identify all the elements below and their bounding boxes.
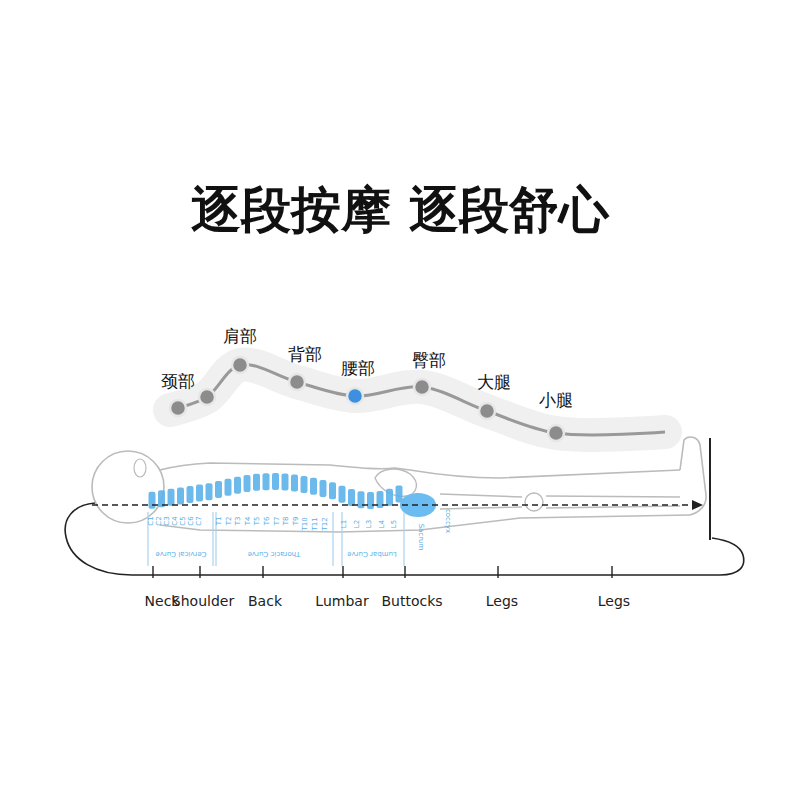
massage-point	[479, 403, 495, 419]
vertebra-label: L4	[379, 520, 387, 528]
footboard	[709, 438, 711, 540]
massage-point	[199, 389, 215, 405]
vertebra-label: T9	[293, 517, 301, 526]
body-part-label: 颈部	[161, 372, 195, 391]
vertebra-label: T6	[264, 517, 272, 526]
vertebra-label: C5	[180, 516, 188, 525]
massage-curve	[170, 364, 665, 434]
vertebra-label: T7	[274, 517, 282, 526]
vertebra-label: Sacrum	[416, 524, 424, 551]
vertebra	[386, 489, 393, 506]
shadow-band	[170, 364, 665, 434]
vertebra	[396, 485, 403, 502]
massage-point	[289, 374, 305, 390]
vertebra	[320, 480, 327, 497]
body-outline	[160, 463, 680, 478]
vertebra-label: L5	[391, 520, 399, 528]
vertebra	[215, 481, 222, 498]
body-part-label: 臀部	[412, 351, 446, 370]
vertebra-label: T1	[216, 517, 224, 526]
vertebra	[234, 477, 241, 494]
vertebra-label: T2	[226, 517, 234, 526]
vertebra-label: T4	[245, 517, 253, 526]
curve-label: Thoracic Curve	[248, 549, 301, 557]
title: 逐段按摩 逐段舒心	[191, 183, 608, 238]
body-outline	[160, 515, 690, 532]
vertebra-label: T10	[303, 517, 311, 530]
massage-point	[347, 388, 363, 404]
vertebra-label: T8	[283, 517, 291, 526]
massage-point	[548, 425, 564, 441]
axis-label: Back	[248, 594, 282, 609]
vertebra	[196, 485, 203, 502]
curve-label: Cervical Curve	[155, 549, 206, 557]
leg-bone	[440, 494, 680, 509]
axis-label: Legs	[598, 594, 630, 609]
vertebra	[168, 489, 175, 506]
axis-dashed-line	[92, 504, 692, 506]
arrowhead	[692, 500, 703, 510]
foot-outline	[680, 437, 706, 515]
vertebra-label: T12	[322, 517, 330, 530]
shadow-band	[170, 364, 665, 434]
massage-point	[414, 379, 430, 395]
vertebra	[206, 483, 213, 500]
vertebra-label: T11	[312, 517, 320, 530]
axis-label: Buttocks	[381, 594, 442, 609]
massage-points	[170, 357, 564, 441]
vertebra	[253, 474, 260, 491]
axis-label: Lumbar	[315, 594, 368, 609]
curve-label: Lumbar Curve	[347, 549, 397, 557]
vertebra	[272, 473, 279, 490]
vertebra	[263, 473, 270, 490]
knee-joint	[525, 493, 543, 511]
axis-label: Shoulder	[172, 594, 234, 609]
vertebra-label: T5	[255, 517, 263, 526]
segment-separators	[148, 512, 404, 566]
massage-point	[170, 400, 186, 416]
vertebra	[348, 489, 355, 506]
mattress-outline	[65, 503, 744, 575]
vertebra-label: L3	[366, 520, 374, 528]
ear-outline	[134, 459, 146, 477]
head-outline	[92, 451, 164, 523]
vertebra	[291, 474, 298, 491]
vertebra-label: C7	[196, 516, 204, 525]
vertebra	[225, 479, 232, 496]
massage-point	[232, 357, 248, 373]
body-part-label: 大腿	[477, 373, 511, 392]
vertebra	[177, 487, 184, 504]
vertebra	[282, 473, 289, 490]
body-part-label: 小腿	[539, 391, 573, 410]
vertebra	[329, 482, 336, 499]
massage-curve	[170, 364, 665, 434]
spine	[149, 473, 437, 517]
vertebra-label: C4	[172, 516, 180, 525]
vertebra-label: C6	[188, 516, 196, 525]
vertebra	[187, 486, 194, 503]
vertebra	[310, 478, 317, 495]
vertebra	[149, 492, 156, 509]
vertebra-label: coccyx	[443, 509, 451, 533]
vertebra-label: T3	[235, 517, 243, 526]
vertebra-label: L1	[341, 520, 349, 528]
vertebra-label: C1	[148, 516, 156, 525]
axis-ticks	[153, 566, 612, 578]
vertebra	[367, 492, 374, 509]
body-part-label: 肩部	[223, 327, 257, 346]
vertebra-label: C3	[164, 516, 172, 525]
vertebra	[301, 476, 308, 493]
body-part-label: 背部	[288, 345, 322, 364]
vertebra-label: L2	[354, 520, 362, 528]
vertebra	[339, 486, 346, 503]
axis-label: Legs	[486, 594, 518, 609]
vertebra-label: C2	[156, 516, 164, 525]
vertebra	[244, 475, 251, 492]
body-part-label: 腰部	[341, 359, 375, 378]
